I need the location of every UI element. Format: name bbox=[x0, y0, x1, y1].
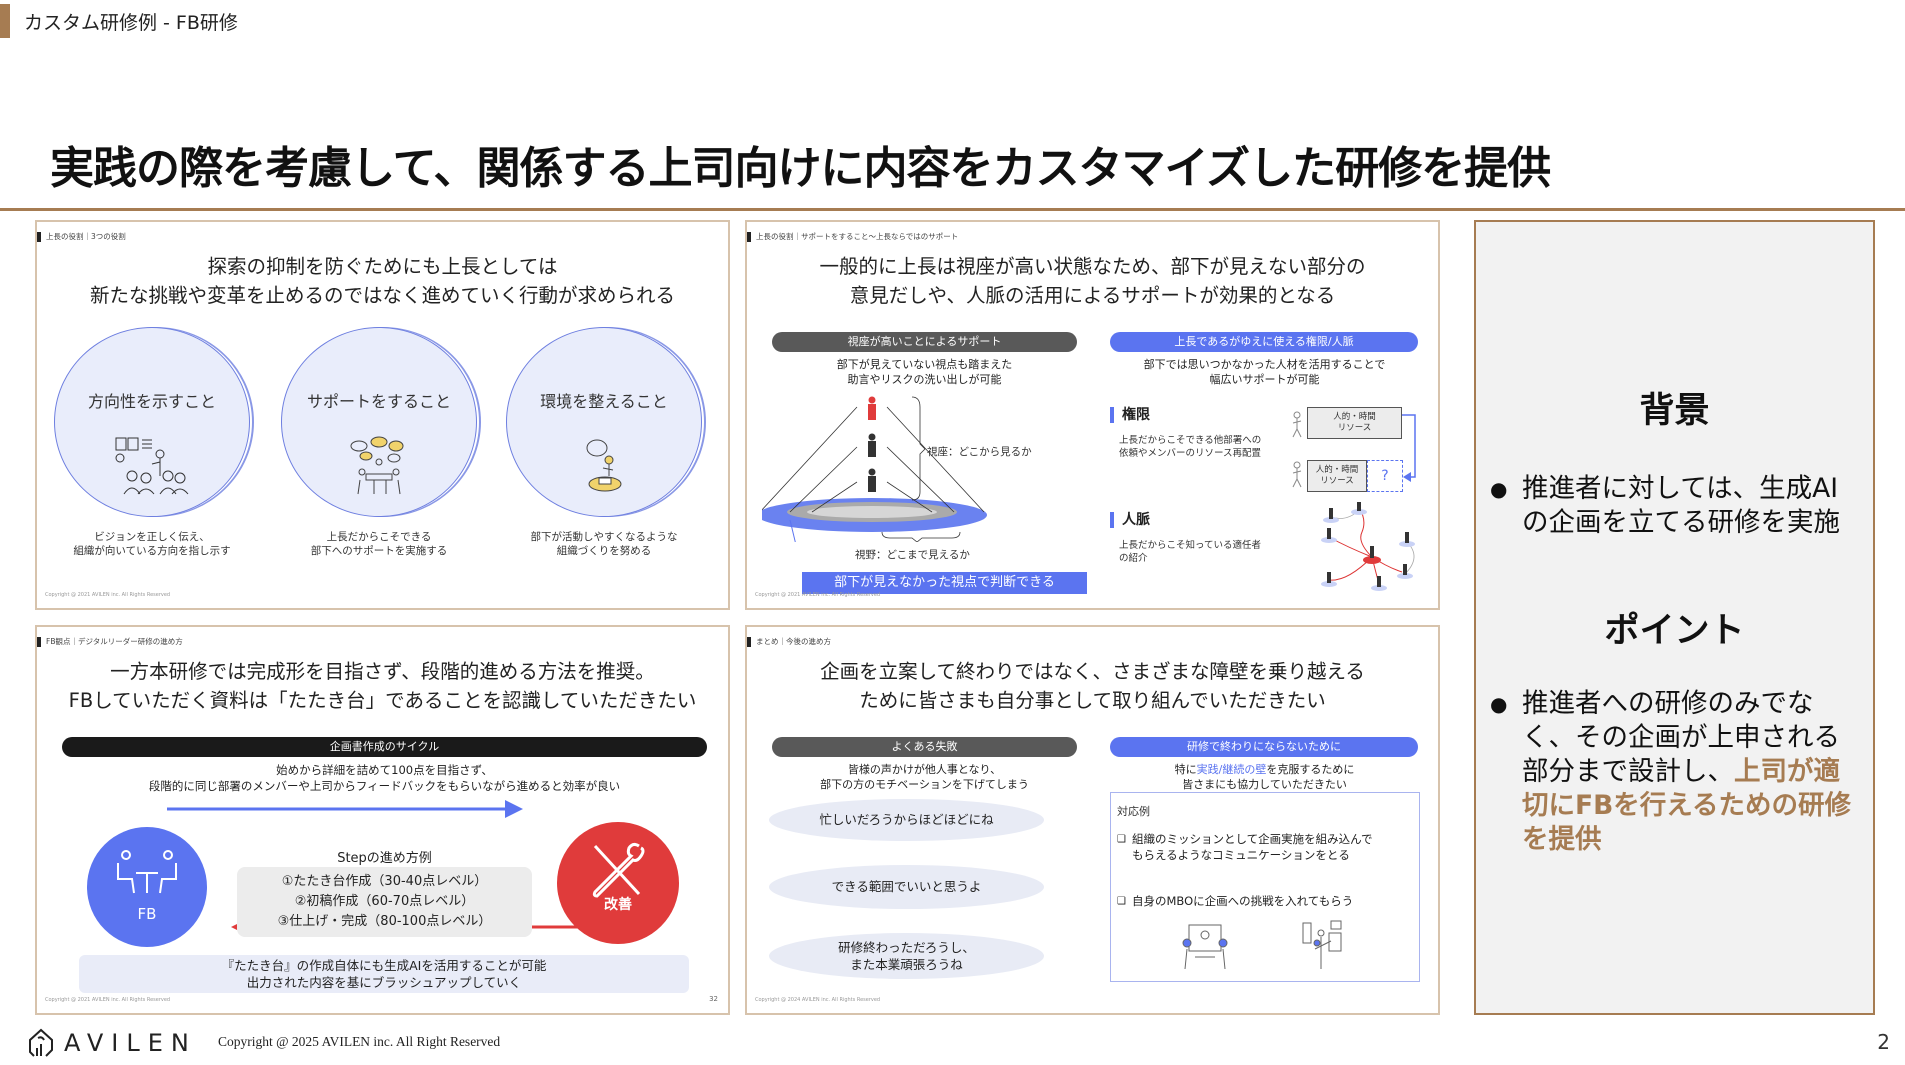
left-pill: よくある失敗 bbox=[772, 737, 1077, 757]
slide-thumbnail-fb-cycle: FB観点｜デジタルリーダー研修の進め方 一方本研修では完成形を目指さず、段階的進… bbox=[35, 625, 730, 1015]
slide-breadcrumb: FB観点｜デジタルリーダー研修の進め方 bbox=[37, 636, 183, 647]
response-examples-box: 対応例 ❑組織のミッションとして企画実施を組み込んでもらえるようなコミュニケーシ… bbox=[1110, 792, 1420, 982]
network-heading: 人脈 bbox=[1110, 512, 1150, 528]
page-title: 実践の際を考慮して、関係する上司向けに内容をカスタマイズした研修を提供 bbox=[50, 143, 1551, 194]
person-icon bbox=[868, 396, 876, 420]
presenter-illustration bbox=[1182, 924, 1228, 970]
slide-breadcrumb: まとめ｜今後の進め方 bbox=[747, 636, 831, 647]
slide-breadcrumb: 上長の役割｜サポートをすること～上長ならではのサポート bbox=[747, 231, 958, 242]
slide-copyright: Copyright @ 2021 AVILEN inc. All Rights … bbox=[755, 592, 881, 598]
slide-thumbnail-roles: 上長の役割｜3つの役割 探索の抑制を防ぐためにも上長としては新たな挑戦や変革を止… bbox=[35, 220, 730, 610]
network-diagram bbox=[1321, 502, 1415, 591]
authority-heading: 権限 bbox=[1110, 407, 1150, 423]
viewpoint-label: 視座：どこから見るか bbox=[927, 446, 1032, 458]
meeting-icon bbox=[117, 850, 177, 894]
right-subtext: 部下では思いつかなかった人材を活用することで幅広いサポートが可能 bbox=[1143, 358, 1386, 386]
view-range-label: 視野：どこまで見えるか bbox=[855, 549, 970, 561]
steps-box: ①たたき台作成（30-40点レベル）②初稿作成（60-70点レベル）③仕上げ・完… bbox=[237, 867, 532, 937]
viewpoint-cone-diagram bbox=[762, 396, 987, 542]
section-tag: カスタム研修例 - FB研修 bbox=[0, 4, 238, 38]
slide-thumbnail-next-steps: まとめ｜今後の進め方 企画を立案して終わりではなく、さまざまな障壁を乗り越えるた… bbox=[745, 625, 1440, 1015]
team-discussion-icon bbox=[350, 436, 404, 495]
speech-bubble: できる範囲でいいと思うよ bbox=[769, 865, 1044, 909]
role-caption: ビジョンを正しく伝え、組織が向いている方向を指し示す bbox=[73, 531, 231, 557]
right-pill: 上長であるがゆえに使える権限/人脈 bbox=[1110, 332, 1418, 352]
bullet-icon: ● bbox=[1490, 692, 1508, 716]
left-subtext: 部下が見えていない視点も踏まえた助言やリスクの洗い出しが可能 bbox=[836, 358, 1013, 386]
slide-title: 一般的に上長は視座が高い状態なため、部下が見えない部分の意見だしや、人脈の活用に… bbox=[819, 255, 1366, 307]
section-label: カスタム研修例 - FB研修 bbox=[24, 11, 238, 34]
slide-title: 企画を立案して終わりではなく、さまざまな障壁を乗り越えるために皆さまも自分事とし… bbox=[820, 660, 1365, 712]
network-description: 上長だからこそ知っている適任者の紹介 bbox=[1119, 540, 1262, 564]
avilen-logo-icon bbox=[29, 1028, 53, 1057]
presentation-icon bbox=[115, 437, 189, 495]
wrench-screwdriver-icon bbox=[592, 842, 645, 898]
left-subtext: 皆様の声かけが他人事となり、部下の方のモチベーションを下げてしまう bbox=[820, 763, 1029, 791]
page-number: 2 bbox=[1877, 1030, 1890, 1054]
resource-box: 人的・時間リソース bbox=[1307, 460, 1367, 492]
role-caption: 部下が活動しやすくなるような組織づくりを努める bbox=[530, 531, 678, 557]
response-item: ❑自身のMBOに企画への挑戦を入れてもらう bbox=[1117, 894, 1354, 908]
summary-panel: 背景 ● 推進者に対しては、生成AIの企画を立てる研修を実施 ポイント ● 推進… bbox=[1474, 220, 1875, 1015]
background-bullet: ● 推進者に対しては、生成AIの企画を立てる研修を実施 bbox=[1490, 473, 1840, 538]
fb-circle: FB bbox=[87, 827, 207, 947]
judgement-banner: 部下が見えなかった視点で判断できる bbox=[802, 572, 1087, 594]
cycle-subtext: 始めから詳細を詰めて100点を目指さず、段階的に同じ部署のメンバーや上司からフィ… bbox=[148, 763, 621, 793]
slide-copyright: Copyright @ 2021 AVILEN inc. All Rights … bbox=[45, 997, 171, 1003]
footer-copyright: Copyright @ 2025 AVILEN inc. All Right R… bbox=[218, 1034, 501, 1049]
ai-note: 『たたき台』の作成自体にも生成AIを活用することが可能出力された内容を基にブラッ… bbox=[79, 955, 689, 993]
right-pill: 研修で終わりにならないために bbox=[1110, 737, 1418, 757]
role-circle-direction: 方向性を示すこと bbox=[54, 327, 250, 517]
point-bullet: ● 推進者への研修のみでなく、その企画が上申される部分まで設計し、上司が適切にF… bbox=[1490, 688, 1852, 855]
speech-bubble: 忙しいだろうからほどほどにね bbox=[769, 799, 1044, 841]
thinking-person-icon bbox=[586, 439, 622, 492]
speech-bubble: 研修終わっただろうし、また本業頑張ろうね bbox=[769, 933, 1044, 979]
role-circle-environment: 環境を整えること bbox=[506, 327, 702, 517]
point-heading: ポイント bbox=[1604, 611, 1745, 651]
company-logo: AVILEN bbox=[24, 1026, 197, 1060]
section-accent-bar bbox=[0, 4, 10, 38]
left-pill: 視座が高いことによるサポート bbox=[772, 332, 1077, 352]
improve-circle: 改善 bbox=[557, 822, 679, 944]
slide-breadcrumb: 上長の役割｜3つの役割 bbox=[37, 231, 126, 242]
slide-copyright: Copyright @ 2021 AVILEN inc. All Rights … bbox=[45, 592, 171, 598]
slide-page-number: 32 bbox=[709, 995, 718, 1003]
steps-title: Stepの進め方例 bbox=[337, 851, 432, 866]
right-subtext: 特に実践/継続の壁を克服するために 皆さまにも協力していただきたい bbox=[1174, 763, 1355, 791]
slide-copyright: Copyright @ 2024 AVILEN inc. All Rights … bbox=[755, 997, 881, 1003]
background-heading: 背景 bbox=[1639, 391, 1710, 431]
slide-title: 一方本研修では完成形を目指さず、段階的進める方法を推奨。FBしていただく資料は「… bbox=[68, 660, 697, 712]
role-circle-support: サポートをすること bbox=[281, 327, 477, 517]
point-emphasis: 上司が適切にFBを行えるための研修を提供 bbox=[1522, 756, 1852, 855]
title-divider bbox=[0, 208, 1905, 211]
authority-description: 上長だからこそできる他部署への依頼やメンバーのリソース再配置 bbox=[1119, 435, 1262, 459]
bullet-icon: ● bbox=[1490, 477, 1508, 501]
response-item: ❑組織のミッションとして企画実施を組み込んでもらえるようなコミュニケーションをと… bbox=[1117, 832, 1373, 862]
slide-thumbnail-support: 上長の役割｜サポートをすること～上長ならではのサポート 一般的に上長は視座が高い… bbox=[745, 220, 1440, 610]
resource-box: 人的・時間リソース bbox=[1307, 407, 1402, 439]
checkbox-icon: ❑ bbox=[1117, 834, 1126, 845]
unknown-resource-box: ? bbox=[1367, 460, 1403, 492]
role-caption: 上長だからこそできる部下へのサポートを実施する bbox=[310, 531, 448, 557]
whiteboard-illustration bbox=[1302, 920, 1342, 969]
slide-title: 探索の抑制を防ぐためにも上長としては新たな挑戦や変革を止めるのではなく進めていく… bbox=[89, 255, 675, 307]
checkbox-icon: ❑ bbox=[1117, 896, 1126, 907]
resource-reallocation-arrows bbox=[1292, 411, 1416, 488]
cycle-pill: 企画書作成のサイクル bbox=[62, 737, 707, 757]
